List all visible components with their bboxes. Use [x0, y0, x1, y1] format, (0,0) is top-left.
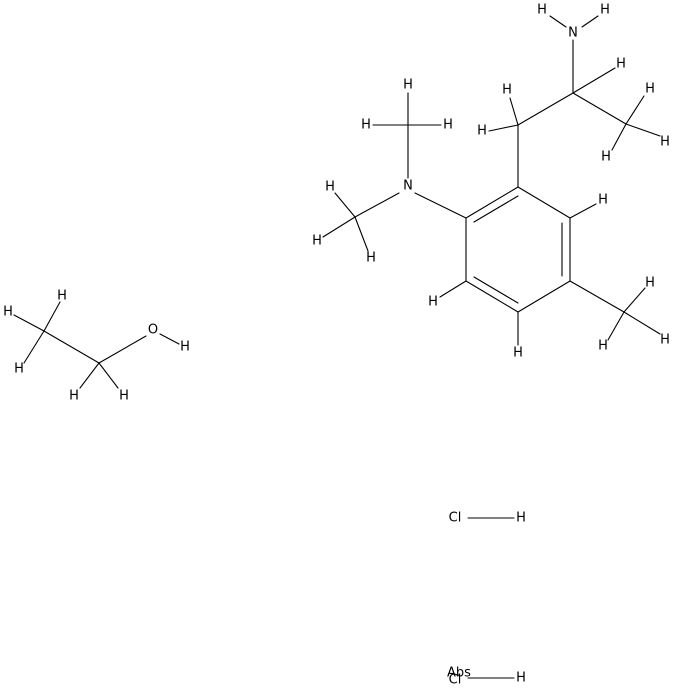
- atom-amine-n: N: [568, 26, 578, 41]
- ethanol-atom-c1-h1: H: [57, 289, 67, 304]
- atom-ch-h: H: [616, 57, 626, 72]
- bond-ch2-h2: [488, 124, 519, 132]
- atom-amine-h-a: H: [537, 3, 547, 18]
- hcl-2: Cl Abs H: [447, 666, 526, 688]
- ring-bond-c4-c5-inner: [473, 276, 519, 304]
- atom-ch3-h3: H: [601, 150, 611, 165]
- atom-ch2-h2: H: [477, 124, 487, 139]
- bond-n-me-b: [354, 192, 400, 218]
- atom-nme-a-h2: H: [361, 118, 371, 133]
- aryl-amine-atoms: N H H H H H H H H H H H H H H N H H H H …: [312, 3, 670, 361]
- atom-ring-h-top: H: [598, 193, 608, 208]
- ethanol-atoms: O H H H H H H: [3, 289, 190, 404]
- ethanol-bond-c1-c2: [43, 330, 100, 364]
- bond-ring-aryl-ch3: [569, 280, 625, 313]
- hcl1-atom-h: H: [516, 511, 526, 526]
- atom-aryl-ch3-h2: H: [660, 333, 670, 348]
- hcl-1: Cl H: [449, 511, 526, 526]
- atom-aryl-ch3-h3: H: [598, 339, 608, 354]
- bond-n-ha: [549, 15, 567, 28]
- atom-amine-h-b: H: [600, 3, 610, 18]
- ethanol-bond-c1-h3: [23, 330, 45, 364]
- ethanol-bond-o-h: [159, 333, 180, 345]
- hcl2-overlap-text: Abs: [447, 666, 471, 681]
- aryl-amine-bonds: [322, 15, 661, 346]
- atom-ch3-h1: H: [645, 82, 655, 97]
- bond-ring-h-left: [439, 280, 467, 298]
- bond-me-b-h1: [334, 192, 356, 218]
- bond-aryl-ch3-h2: [623, 311, 661, 335]
- hcl1-atom-cl: Cl: [449, 511, 462, 526]
- bond-ch3-h2: [625, 123, 661, 137]
- ethanol-atom-c1-h2: H: [3, 305, 13, 320]
- atom-nme-b-h3: H: [366, 251, 376, 266]
- ethanol-atom-c2-h1: H: [69, 389, 79, 404]
- ethanol-bond-c1-h2: [13, 314, 45, 332]
- ring-bond-c6-c1: [465, 186, 519, 219]
- atom-nme-b-h1: H: [325, 180, 335, 195]
- bond-ring-nme2: [414, 192, 467, 219]
- ethanol-bond-c1-h1: [43, 301, 61, 332]
- bond-ch3-h3: [611, 123, 627, 151]
- atom-dimethyl-n: N: [403, 179, 413, 194]
- ring-bond-c6-c1-inner: [473, 195, 519, 223]
- ring-bond-c1-c2: [517, 186, 571, 219]
- ethanol-bond-c2-h1: [79, 362, 100, 389]
- bond-me-b-h3: [354, 216, 369, 252]
- atom-nme-a-h3: H: [443, 118, 453, 133]
- atom-ring-h-left: H: [428, 295, 438, 310]
- bond-me-b-h2: [322, 216, 356, 238]
- atom-nme-a-h1: H: [403, 78, 413, 93]
- atom-ring-h-bottom: H: [513, 346, 523, 361]
- atom-ch3-h2: H: [660, 135, 670, 150]
- ethanol-atom-c2-h2: H: [119, 389, 129, 404]
- bond-ch-h: [572, 67, 616, 94]
- ethanol-bond-c2-h2: [98, 362, 119, 389]
- bond-ch3-h1: [625, 95, 645, 125]
- bond-ch-ch3: [572, 92, 627, 125]
- ethanol-bond-c2-o: [98, 335, 147, 364]
- bond-ch2-h1: [509, 97, 519, 126]
- bond-ring-h-top: [569, 203, 597, 219]
- ethanol-atom-oh-h: H: [180, 340, 190, 355]
- atom-aryl-ch3-h1: H: [645, 276, 655, 291]
- ethanol-atom-c1-h3: H: [14, 362, 24, 377]
- ethanol-bonds: [13, 301, 180, 389]
- atom-ch2-h1: H: [502, 83, 512, 98]
- ring-bond-c4-c5: [465, 280, 519, 313]
- ring-bond-c3-c4: [517, 280, 571, 313]
- hcl2-atom-h: H: [516, 671, 526, 686]
- hcl2-atom-cl: Cl: [449, 673, 462, 688]
- bond-aryl-ch3-h1: [623, 287, 646, 313]
- ethanol-atom-o: O: [148, 323, 158, 338]
- atom-nme-b-h2: H: [312, 234, 322, 249]
- bond-ch2-ch: [517, 92, 574, 126]
- bond-aryl-ch3-h3: [607, 311, 625, 341]
- bond-n-hb: [581, 15, 599, 28]
